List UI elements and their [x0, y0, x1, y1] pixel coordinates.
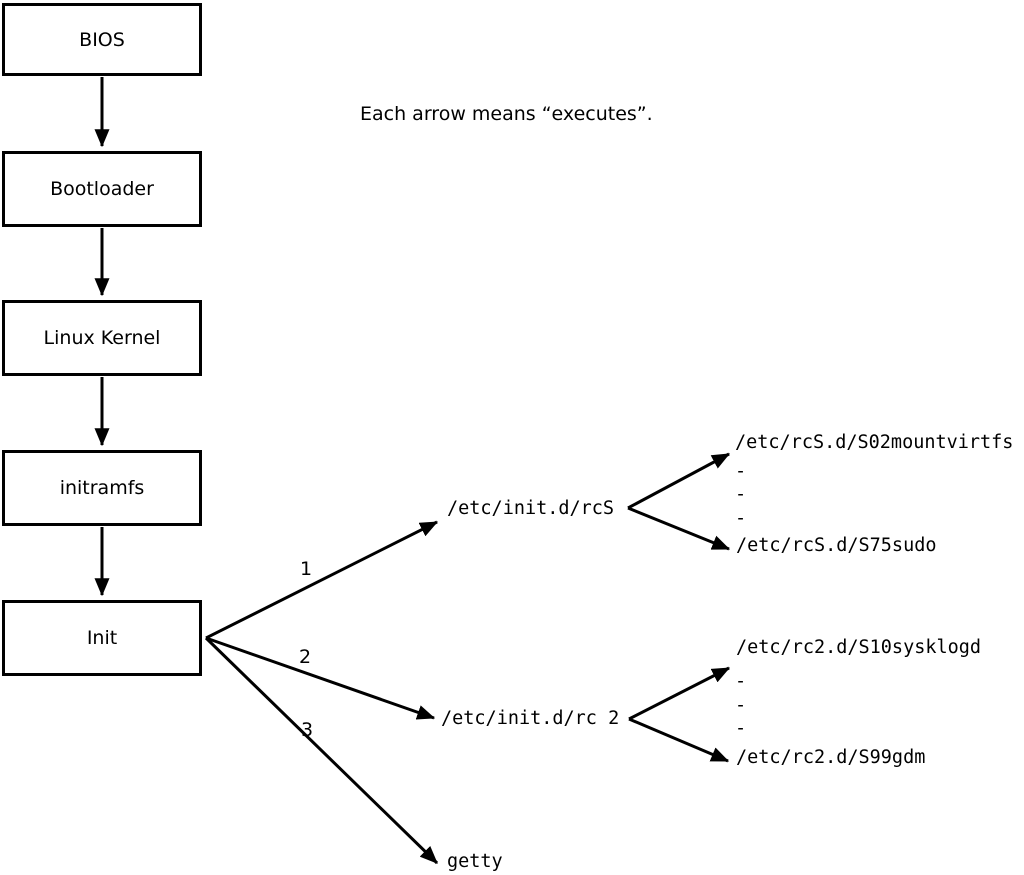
node-etc-init-d-rcs: /etc/init.d/rcS — [447, 498, 615, 519]
rc2-d-ellipsis-dash-2: - — [735, 695, 747, 716]
arrow-init-to-rc2 — [205, 636, 436, 720]
node-rc2-d-s99gdm: /etc/rc2.d/S99gdm — [736, 747, 926, 768]
node-getty: getty — [447, 851, 503, 872]
node-etc-init-d-rc2: /etc/init.d/rc 2 — [441, 708, 620, 729]
box-initramfs-label: initramfs — [59, 477, 145, 499]
box-init: Init — [2, 600, 202, 676]
note-executes: Each arrow means “executes”. — [360, 103, 653, 125]
box-bootloader-label: Bootloader — [50, 178, 154, 200]
rcs-d-ellipsis-dash-3: - — [735, 508, 747, 529]
fan-order-1: 1 — [300, 558, 313, 580]
arrow-rc2-to-s10sysklogd — [628, 666, 731, 721]
arrow-init-to-rcs — [205, 520, 439, 640]
arrow-init-to-getty — [204, 636, 439, 865]
arrow-rc2-to-s99gdm — [628, 717, 730, 763]
box-bios-label: BIOS — [79, 28, 125, 51]
node-rcs-d-s02mountvirtfs: /etc/rcS.d/S02mountvirtfs — [735, 432, 1014, 453]
rcs-d-ellipsis-dash-2: - — [735, 484, 747, 505]
box-linux-kernel: Linux Kernel — [2, 300, 202, 376]
box-init-label: Init — [86, 627, 118, 649]
rcs-d-ellipsis-dash-1: - — [735, 461, 747, 482]
box-initramfs: initramfs — [2, 450, 202, 526]
fan-order-3: 3 — [301, 719, 314, 741]
box-linux-kernel-label: Linux Kernel — [43, 327, 161, 349]
rc2-d-ellipsis-dash-3: - — [735, 718, 747, 739]
arrow-rcs-to-s02mountvirtfs — [627, 452, 731, 510]
node-rcs-d-s75sudo: /etc/rcS.d/S75sudo — [736, 535, 937, 556]
box-bios: BIOS — [2, 3, 202, 76]
box-bootloader: Bootloader — [2, 151, 202, 227]
rc2-d-ellipsis-dash-1: - — [735, 671, 747, 692]
fan-order-2: 2 — [299, 646, 312, 668]
arrow-rcs-to-s75sudo — [627, 506, 731, 551]
node-rc2-d-s10sysklogd: /etc/rc2.d/S10sysklogd — [736, 637, 982, 658]
